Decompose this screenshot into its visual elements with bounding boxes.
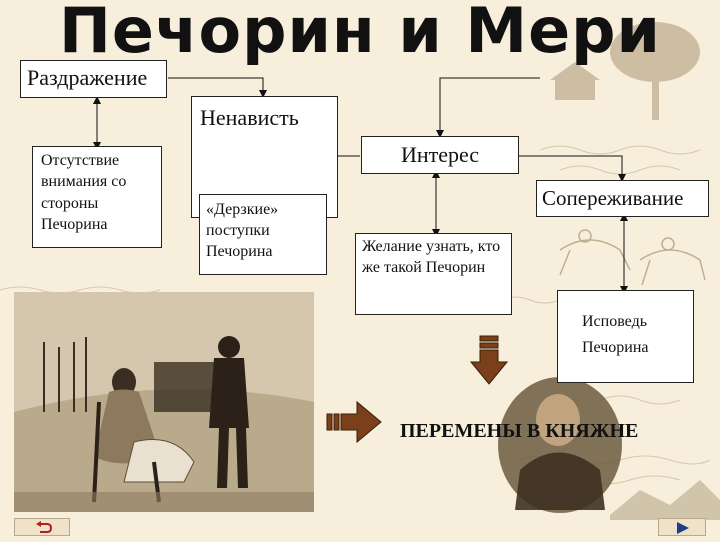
result-label: ПЕРЕМЕНЫ В КНЯЖНЕ	[400, 420, 638, 443]
node-inattention-label: Отсутствие внимания со стороны Печорина	[41, 152, 126, 233]
node-interest-label: Интерес	[401, 142, 479, 167]
node-confession-label: Исповедь Печорина	[582, 313, 649, 356]
node-irritation: Раздражение	[20, 60, 167, 98]
node-confession: Исповедь Печорина	[557, 290, 694, 383]
node-bold-acts: «Дерзкие» поступки Печорина	[199, 194, 327, 275]
node-irritation-label: Раздражение	[27, 65, 147, 90]
node-bold-acts-label: «Дерзкие» поступки Печорина	[206, 201, 278, 260]
node-inattention: Отсутствие внимания со стороны Печорина	[32, 146, 162, 248]
return-arrow-icon	[15, 519, 71, 537]
node-curiosity: Желание узнать, кто же такой Печорин	[355, 233, 512, 315]
node-interest: Интерес	[361, 136, 519, 174]
node-curiosity-label: Желание узнать, кто же такой Печорин	[362, 238, 500, 276]
node-hatred-label: Ненависть	[200, 105, 299, 130]
node-empathy: Сопереживание	[536, 180, 709, 217]
node-empathy-label: Сопереживание	[542, 186, 683, 210]
back-button[interactable]	[14, 518, 70, 536]
forward-button[interactable]	[658, 518, 706, 536]
illustration-pechorin-mary	[14, 292, 314, 512]
play-triangle-icon	[659, 519, 707, 537]
page-title: Печорин и Мери	[0, 0, 720, 67]
